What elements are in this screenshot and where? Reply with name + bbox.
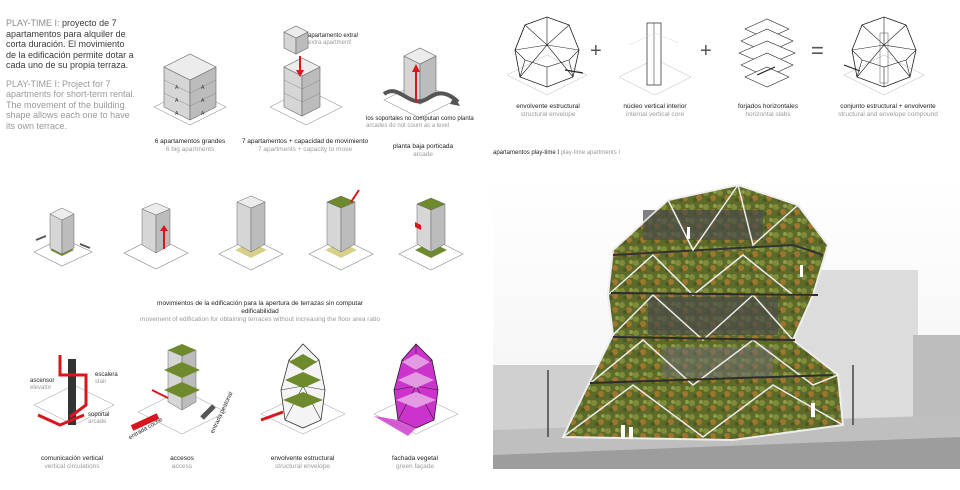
svg-text:A: A	[201, 111, 205, 117]
svg-text:A: A	[175, 98, 179, 104]
diagram-structural-compound	[843, 16, 925, 96]
row2-diagram-4	[308, 189, 374, 271]
svg-text:A: A	[175, 85, 179, 91]
caption-row2: movimientos de la edificación para la ap…	[140, 300, 380, 323]
caption-horizontal-slabs: forjados horizontales horizontal slabs	[738, 103, 798, 118]
row2-diagram-5	[398, 197, 464, 271]
caption-seven-apartments: 7 apartamentos + capacidad de movimiento…	[241, 138, 369, 153]
intro-english: PLAY-TIME I: Project for 7 apartments fo…	[6, 78, 136, 131]
diagram-access	[130, 344, 227, 435]
caption-access: accesos access	[170, 455, 194, 470]
caption-big-apartments: 6 apartamentos grandes 6 big apartments	[154, 138, 226, 153]
label-soportal-row3: soportal arcade	[88, 412, 110, 425]
row2-diagram-1	[33, 207, 93, 267]
diagram-arcade	[382, 47, 460, 119]
diagram-green-facade	[373, 343, 459, 436]
intro-spanish: PLAY-TIME I: proyecto de 7 apartamentos …	[6, 18, 134, 70]
diagram-vertical-circulation	[33, 355, 115, 427]
svg-text:A: A	[175, 111, 179, 117]
row2-diagram-3	[218, 195, 284, 271]
caption-vertical-circulation: comunicación vertical vertical circulati…	[40, 455, 104, 470]
svg-text:A: A	[201, 85, 205, 91]
equals-sign: =	[811, 38, 824, 63]
caption-structural-envelope-row3: envolvente estructural structural envelo…	[270, 455, 335, 470]
caption-green-facade: fachada vegetal green façade	[392, 455, 438, 470]
label-extra-apartment: apartamento extra! extra apartment!	[308, 33, 359, 46]
caption-structural-envelope: envolvente estructural structural envelo…	[516, 103, 580, 118]
caption-structural-compound: conjunto estructural + envolvente struct…	[838, 103, 938, 118]
intro-text: PLAY-TIME I: proyecto de 7 apartamentos …	[6, 18, 136, 131]
row2-diagram-2	[123, 202, 189, 270]
plus-sign-1: +	[590, 40, 602, 62]
render-title: apartamentos play-time I play-time apart…	[493, 150, 621, 156]
building-render-image	[493, 175, 960, 469]
caption-arcade: planta baja porticada arcade	[392, 143, 454, 158]
label-ascensor: ascensor elevator	[30, 378, 55, 391]
plus-sign-2: +	[700, 40, 712, 62]
diagram-horizontal-slabs	[738, 18, 796, 88]
label-soportal: los soportales no computan como planta a…	[366, 116, 474, 129]
diagram-big-apartments: A A A A A A	[153, 53, 227, 126]
diagram-structural-envelope-row3	[260, 343, 346, 435]
diagram-seven-apartments	[269, 25, 343, 126]
caption-vertical-core: núcleo vertical interior internal vertic…	[623, 103, 687, 118]
diagram-vertical-core	[618, 22, 692, 96]
diagram-structural-envelope	[506, 16, 588, 96]
svg-text:A: A	[201, 98, 205, 104]
label-escalera: escalera stair	[95, 372, 118, 385]
